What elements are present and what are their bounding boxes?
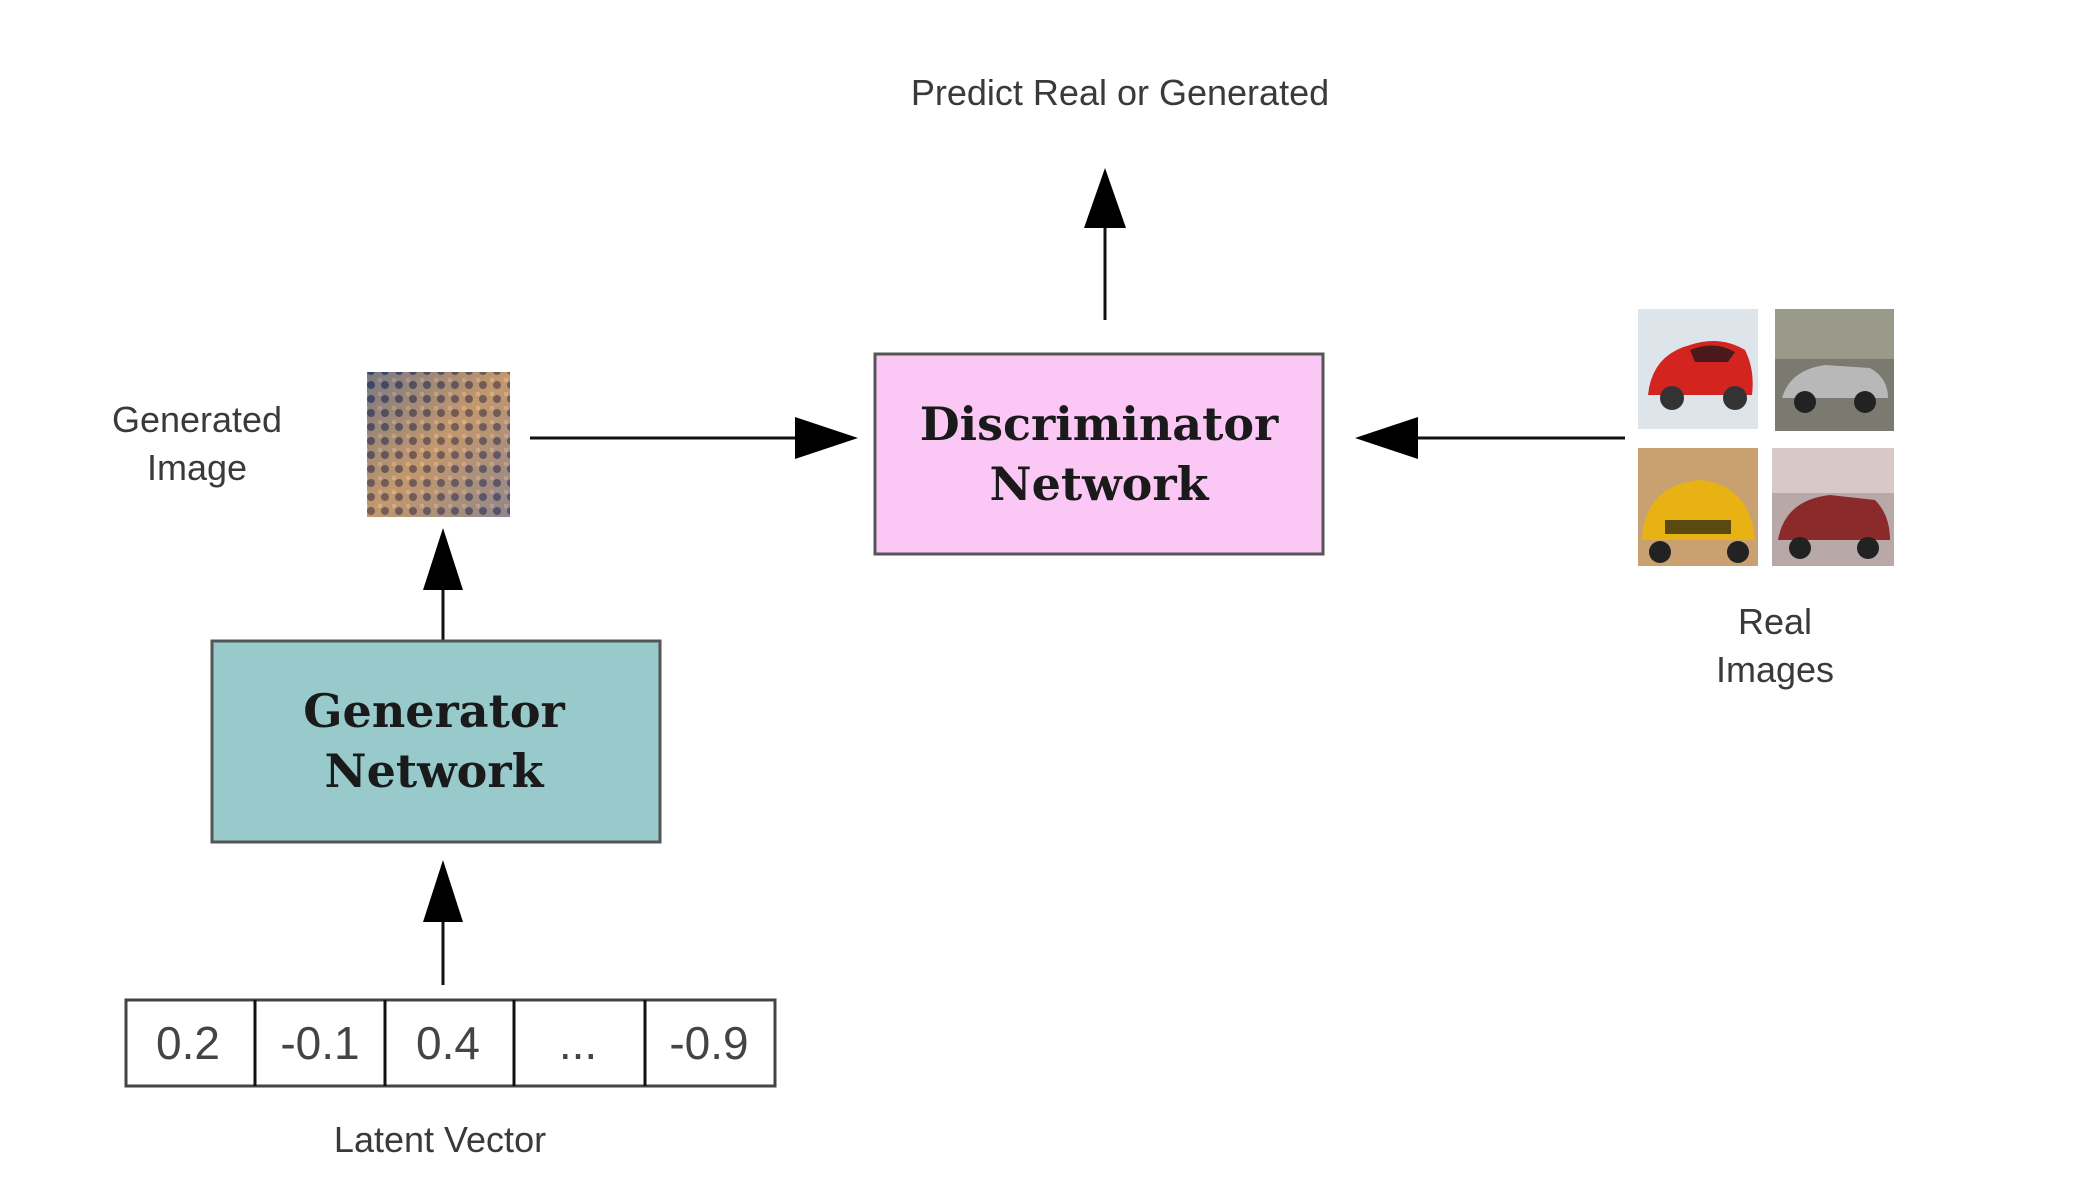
discriminator-label-line1: Discriminator (920, 397, 1279, 451)
generator-label-line2: Network (325, 744, 545, 798)
generated-to-discriminator-arrow (530, 417, 858, 459)
discriminator-label-line2: Network (990, 457, 1210, 511)
discriminator-rect (873, 352, 1325, 556)
real-image-yellow-car (1638, 448, 1758, 566)
real-image-silver-car (1775, 309, 1894, 431)
generator-rect (210, 639, 662, 844)
real-image-red-car (1638, 309, 1758, 429)
real-image-maroon-car (1772, 448, 1894, 566)
latent-vector: 0.2 -0.1 0.4 ... -0.9 (124, 998, 777, 1088)
latent-cell-0: 0.2 (156, 1017, 220, 1069)
latent-cell-2: 0.4 (416, 1017, 480, 1069)
generated-image (367, 372, 510, 517)
latent-cell-1: -0.1 (280, 1017, 359, 1069)
generated-image-label-line1: Generated (112, 399, 282, 440)
generated-image-label-line2: Image (147, 447, 247, 488)
real-to-discriminator-arrow (1355, 417, 1625, 459)
generator-box: Generator Network (210, 639, 662, 844)
generator-to-image-arrow (423, 528, 463, 640)
latent-vector-label: Latent Vector (334, 1119, 546, 1160)
output-arrow (1084, 168, 1126, 320)
discriminator-box: Discriminator Network (873, 352, 1325, 556)
latent-cell-3: ... (559, 1017, 597, 1069)
output-label: Predict Real or Generated (911, 72, 1329, 113)
latent-to-generator-arrow (423, 860, 463, 985)
real-images-label-line1: Real (1738, 601, 1812, 642)
generator-label-line1: Generator (303, 684, 565, 738)
real-images (1638, 309, 1894, 566)
latent-cell-4: -0.9 (669, 1017, 748, 1069)
real-images-label-line2: Images (1716, 649, 1834, 690)
